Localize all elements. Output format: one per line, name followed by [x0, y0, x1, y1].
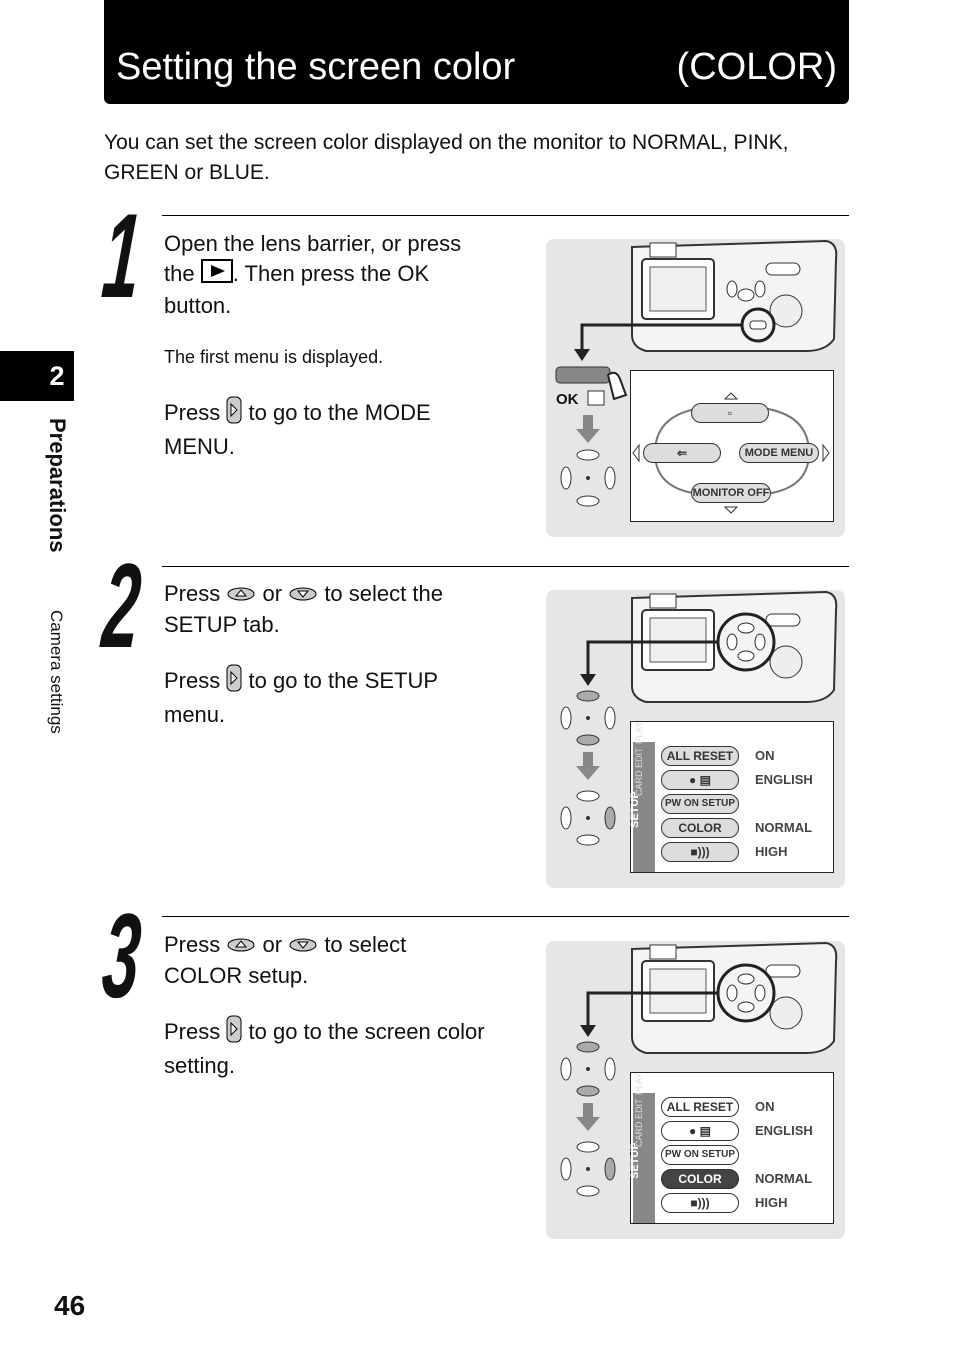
menu-value: HIGH	[755, 844, 788, 859]
step-number: 2	[98, 539, 146, 673]
menu-value: ON	[755, 1099, 775, 1114]
chapter-tab: 2	[0, 351, 74, 401]
menu-item-all-reset: ALL RESET	[661, 1097, 739, 1117]
divider	[162, 215, 849, 216]
menu-value: ENGLISH	[755, 772, 813, 787]
menu-item-language: ● ▤	[661, 1121, 739, 1141]
camera-illustration: OK ▫ ⇐ MODE MENU MONITOR OFF	[546, 239, 845, 537]
down-arrow-pad-icon	[288, 580, 318, 610]
mode-menu-item: MODE MENU	[739, 443, 819, 463]
tab-play: PLAY	[634, 721, 644, 744]
step-number: 1	[98, 189, 146, 323]
camera-illustration: SETUP CARD EDIT PLAY ALL RESET ON ● ▤ EN…	[546, 590, 845, 888]
setup-menu-item: ⇐	[643, 443, 721, 463]
monitor-off-item: MONITOR OFF	[691, 483, 771, 503]
menu-value: HIGH	[755, 1195, 788, 1210]
menu-item-pw-on-setup: PW ON SETUP	[661, 1145, 739, 1165]
up-arrow-pad-icon	[226, 931, 256, 961]
section-label: Preparations	[45, 418, 70, 553]
menu-value: ON	[755, 748, 775, 763]
tab-card: CARD	[634, 770, 644, 796]
up-arrow-pad-icon	[226, 580, 256, 610]
menu-value: NORMAL	[755, 820, 813, 835]
menu-tab-strip	[633, 1093, 655, 1223]
step-instruction: Press or to select the SETUP tab.	[164, 580, 443, 638]
step-number: 3	[98, 889, 146, 1023]
title-tag: (COLOR)	[676, 46, 837, 88]
divider	[162, 566, 849, 567]
step-instruction: Press to go to the MODE MENU.	[164, 396, 431, 462]
tab-setup: SETUP	[629, 1142, 641, 1179]
play-button-icon	[200, 259, 233, 291]
step-instruction: Press or to select COLOR setup.	[164, 931, 407, 989]
menu-item-volume: ■)))	[661, 1193, 739, 1213]
tab-setup: SETUP	[629, 791, 641, 828]
brightness-menu-item: ▫	[691, 403, 769, 423]
tab-edit: EDIT	[634, 1098, 644, 1119]
page-title: Setting the screen color	[116, 46, 516, 88]
divider	[162, 916, 849, 917]
mode-menu-screen: ▫ ⇐ MODE MENU MONITOR OFF	[630, 370, 834, 522]
right-arrow-pad-icon	[226, 396, 242, 432]
title-banner: Setting the screen color (COLOR)	[104, 0, 849, 104]
setup-menu-screen: SETUP CARD EDIT PLAY ALL RESET ON ● ▤ EN…	[629, 1072, 834, 1224]
step-note: The first menu is displayed.	[164, 347, 384, 367]
subsection-label: Camera settings	[47, 610, 66, 734]
menu-value: NORMAL	[755, 1171, 813, 1186]
step-instruction: Open the lens barrier, or press the . Th…	[164, 231, 462, 319]
tab-edit: EDIT	[634, 747, 644, 768]
down-arrow-pad-icon	[288, 931, 318, 961]
intro-text: You can set the screen color displayed o…	[104, 131, 789, 184]
camera-illustration: SETUP CARD EDIT PLAY ALL RESET ON ● ▤ EN…	[546, 941, 845, 1239]
menu-tab-strip	[633, 742, 655, 872]
menu-value: ENGLISH	[755, 1123, 813, 1138]
tab-play: PLAY	[634, 1072, 644, 1095]
ok-label: OK	[556, 391, 579, 408]
menu-item-language: ● ▤	[661, 770, 739, 790]
page-number: 46	[54, 1290, 86, 1321]
menu-item-pw-on-setup: PW ON SETUP	[661, 794, 739, 814]
language-icon: ● ▤	[689, 773, 711, 787]
tab-card: CARD	[634, 1121, 644, 1147]
menu-item-color-selected: COLOR	[661, 1169, 739, 1189]
menu-item-color: COLOR	[661, 818, 739, 838]
right-arrow-pad-icon	[226, 1015, 242, 1051]
language-icon: ● ▤	[689, 1124, 711, 1138]
menu-item-volume: ■)))	[661, 842, 739, 862]
step-instruction: Press to go to the SETUP menu.	[164, 664, 438, 730]
setup-menu-screen: SETUP CARD EDIT PLAY ALL RESET ON ● ▤ EN…	[629, 721, 834, 873]
right-arrow-pad-icon	[226, 664, 242, 700]
step-instruction: Press to go to the screen color setting.	[164, 1015, 485, 1081]
menu-item-all-reset: ALL RESET	[661, 746, 739, 766]
